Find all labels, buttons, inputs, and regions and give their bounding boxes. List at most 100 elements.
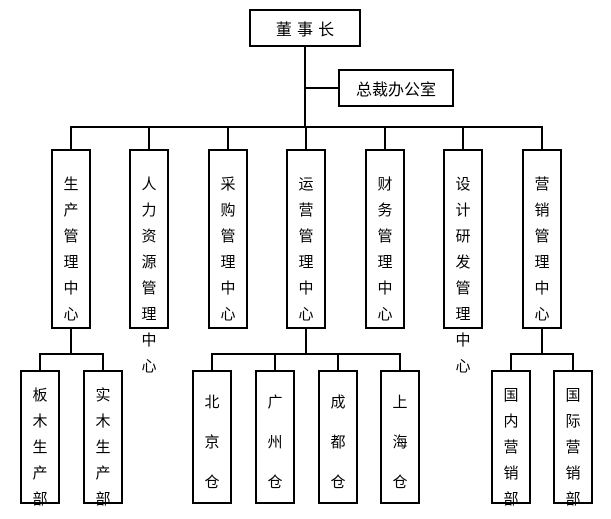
department-box: 运营管理中心 bbox=[286, 149, 326, 329]
label-char: 务 bbox=[377, 201, 393, 219]
department-box: 财务管理中心 bbox=[365, 149, 405, 329]
sub-unit-box-label: 广州仓 bbox=[267, 382, 282, 502]
department-box-label: 生产管理中心 bbox=[63, 171, 78, 327]
label-char: 仓 bbox=[392, 473, 408, 491]
label-char: 中 bbox=[141, 331, 157, 349]
label-char: 部 bbox=[565, 490, 581, 508]
label-char: 内 bbox=[503, 412, 519, 430]
label-char: 中 bbox=[220, 279, 236, 297]
sub-parent-connector bbox=[541, 329, 543, 353]
department-connector bbox=[148, 127, 150, 149]
label-char: 理 bbox=[298, 253, 314, 271]
sub-unit-box: 上海仓 bbox=[380, 370, 420, 504]
label-char: 发 bbox=[455, 253, 471, 271]
label-char: 管 bbox=[455, 279, 471, 297]
sub-unit-box: 广州仓 bbox=[255, 370, 295, 504]
label-char: 源 bbox=[141, 253, 157, 271]
sub-unit-box: 国内营销部 bbox=[491, 370, 531, 508]
department-box: 设计研发管理中心 bbox=[443, 149, 483, 375]
label-char: 采 bbox=[220, 175, 236, 193]
label-char: 木 bbox=[95, 412, 111, 430]
department-box: 生产管理中心 bbox=[51, 149, 91, 329]
sub-parent-connector bbox=[305, 329, 307, 353]
department-connector bbox=[384, 127, 386, 149]
label-char: 生 bbox=[63, 175, 79, 193]
label-char: 生 bbox=[95, 438, 111, 456]
sub-unit-box-label: 上海仓 bbox=[392, 382, 407, 502]
label-char: 京 bbox=[204, 433, 220, 451]
label-char: 管 bbox=[298, 227, 314, 245]
sub-bus bbox=[39, 353, 104, 355]
label-char: 州 bbox=[267, 433, 283, 451]
chairman-box: 董 事 长 bbox=[249, 9, 361, 47]
label-char: 国 bbox=[565, 386, 581, 404]
label-char: 理 bbox=[377, 253, 393, 271]
sub-connector bbox=[39, 353, 41, 370]
label-char: 管 bbox=[63, 227, 79, 245]
sub-bus bbox=[211, 353, 401, 355]
label-char: 研 bbox=[455, 227, 471, 245]
sub-bus bbox=[510, 353, 574, 355]
sub-connector bbox=[337, 353, 339, 370]
label-char: 力 bbox=[141, 201, 157, 219]
label-char: 中 bbox=[455, 331, 471, 349]
label-char: 生 bbox=[32, 438, 48, 456]
label-char: 中 bbox=[298, 279, 314, 297]
sub-unit-box-label: 成都仓 bbox=[330, 382, 345, 502]
label-char: 设 bbox=[455, 175, 471, 193]
label-char: 营 bbox=[565, 438, 581, 456]
department-connector bbox=[541, 127, 543, 149]
label-char: 营 bbox=[534, 175, 550, 193]
label-char: 板 bbox=[32, 386, 48, 404]
department-box-label: 财务管理中心 bbox=[377, 171, 392, 327]
department-box: 采购管理中心 bbox=[208, 149, 248, 329]
label-char: 海 bbox=[392, 433, 408, 451]
label-char: 营 bbox=[503, 438, 519, 456]
sub-unit-box: 实木生产部 bbox=[83, 370, 123, 508]
department-connector bbox=[305, 127, 307, 149]
label-char: 北 bbox=[204, 393, 220, 411]
department-box-label: 采购管理中心 bbox=[220, 171, 235, 327]
label-char: 管 bbox=[220, 227, 236, 245]
label-char: 资 bbox=[141, 227, 157, 245]
sub-unit-box: 国际营销部 bbox=[553, 370, 593, 508]
sub-unit-box-label: 北京仓 bbox=[204, 382, 219, 502]
label-char: 人 bbox=[141, 175, 157, 193]
label-char: 成 bbox=[330, 393, 346, 411]
label-char: 国 bbox=[503, 386, 519, 404]
department-box: 人力资源管理中心 bbox=[129, 149, 169, 375]
label-char: 管 bbox=[534, 227, 550, 245]
department-box-label: 营销管理中心 bbox=[534, 171, 549, 327]
label-char: 财 bbox=[377, 175, 393, 193]
department-connector bbox=[227, 127, 229, 149]
label-char: 管 bbox=[377, 227, 393, 245]
label-char: 心 bbox=[534, 305, 550, 323]
label-char: 心 bbox=[141, 357, 157, 375]
sub-unit-box-label: 板木生产部 bbox=[32, 382, 47, 512]
label-char: 理 bbox=[141, 305, 157, 323]
label-char: 木 bbox=[32, 412, 48, 430]
label-char: 都 bbox=[330, 433, 346, 451]
label-char: 中 bbox=[377, 279, 393, 297]
label-char: 心 bbox=[298, 305, 314, 323]
label-char: 理 bbox=[63, 253, 79, 271]
sub-unit-box: 成都仓 bbox=[318, 370, 358, 504]
label-char: 销 bbox=[565, 464, 581, 482]
staff-connector bbox=[305, 87, 338, 89]
label-char: 仓 bbox=[267, 473, 283, 491]
president-office-label: 总裁办公室 bbox=[355, 80, 436, 99]
label-char: 营 bbox=[298, 201, 314, 219]
label-char: 仓 bbox=[330, 473, 346, 491]
sub-unit-box-label: 国际营销部 bbox=[565, 382, 580, 512]
label-char: 部 bbox=[95, 490, 111, 508]
label-char: 实 bbox=[95, 386, 111, 404]
label-char: 销 bbox=[534, 201, 550, 219]
label-char: 中 bbox=[63, 279, 79, 297]
sub-connector bbox=[399, 353, 401, 370]
department-box-label: 运营管理中心 bbox=[298, 171, 313, 327]
department-connector bbox=[70, 127, 72, 149]
label-char: 理 bbox=[455, 305, 471, 323]
label-char: 心 bbox=[63, 305, 79, 323]
label-char: 理 bbox=[534, 253, 550, 271]
